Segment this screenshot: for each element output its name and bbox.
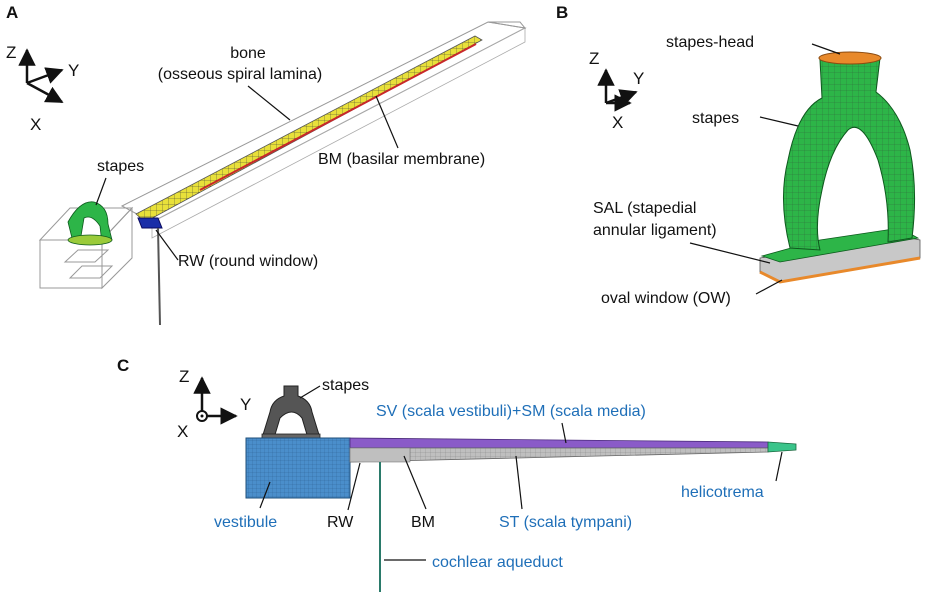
panel-c-rw-leader <box>347 462 361 511</box>
panel-c-stapes-shape <box>261 385 321 440</box>
panel-b-stapes-head-label: stapes-head <box>666 34 754 51</box>
panel-b-stapes-shape <box>759 51 921 284</box>
panel-c-sv-sm-strip <box>349 437 769 449</box>
panel-b-stapes-head-leader <box>811 43 841 55</box>
panel-a-axis-z: Z <box>6 43 16 62</box>
panel-c-stapes-leader <box>299 385 321 399</box>
panel-b-axis-y: Y <box>633 69 644 88</box>
panel-c-helicotrema-label: helicotrema <box>681 484 764 501</box>
panel-b-sal-label-2: annular ligament) <box>593 222 717 239</box>
panel-c-label: C <box>117 356 129 375</box>
panel-a-rw-patch <box>137 217 163 229</box>
panel-a-bone-label-2: (osseous spiral lamina) <box>158 66 323 83</box>
panel-c-sv-sm-leader <box>561 422 567 444</box>
panel-a-axis-y: Y <box>68 61 79 80</box>
panel-b-sal-label-1: SAL (stapedial <box>593 200 696 217</box>
panel-c-vestibule-mesh <box>246 438 350 498</box>
panel-a-label: A <box>6 3 18 22</box>
panel-a-aqueduct <box>157 227 161 326</box>
panel-c-st-leader <box>515 455 523 510</box>
panel-a-bm-label: BM (basilar membrane) <box>318 151 485 168</box>
panel-c-sv-sm-label: SV (scala vestibuli)+SM (scala media) <box>376 403 646 420</box>
panel-a-bone-label-1: bone <box>230 45 266 62</box>
panel-a-axes-triad: Z Y X <box>6 43 79 134</box>
panel-a-bone-leader <box>247 85 291 121</box>
panel-c-bm-leader <box>403 455 427 510</box>
panel-b-stapes-leader <box>759 116 799 127</box>
panel-a-stapes-shape <box>67 201 113 246</box>
panel-c-axis-y: Y <box>240 395 251 414</box>
panel-b-axes-triad: Z Y X <box>589 49 644 132</box>
panel-c-helicotrema-shape <box>767 441 797 453</box>
panel-c-axis-x: X <box>177 422 188 441</box>
panel-c-stapes-label: stapes <box>322 377 369 394</box>
panel-b-axis-z: Z <box>589 49 599 68</box>
panel-c-bm-label: BM <box>411 514 435 531</box>
panel-a-rw-label: RW (round window) <box>178 253 318 270</box>
panel-c-axes-triad: Z Y X <box>177 367 251 441</box>
panel-b-ow-label: oval window (OW) <box>601 290 731 307</box>
panel-b-label: B <box>556 3 568 22</box>
panel-a-axis-x: X <box>30 115 41 134</box>
panel-c-st-mesh <box>350 448 768 462</box>
panel-c-axis-z: Z <box>179 367 189 386</box>
panel-a-stapes-leader <box>95 177 107 206</box>
panel-b-axis-x: X <box>612 113 623 132</box>
panel-a-rw-leader <box>155 229 179 261</box>
panel-b-stapes-label: stapes <box>692 110 739 127</box>
panel-b-sal-leader <box>689 242 771 264</box>
panel-b-ow-leader <box>755 279 783 295</box>
panel-c-rw-region <box>349 447 411 463</box>
panel-c-st-label: ST (scala tympani) <box>499 514 632 531</box>
panel-a-bm-leader <box>375 95 399 149</box>
panel-c-helicotrema-leader <box>775 451 783 482</box>
panel-c-aqueduct-label: cochlear aqueduct <box>432 554 563 571</box>
panel-a-bm-strip <box>199 43 477 191</box>
panel-c-vestibule-label: vestibule <box>214 514 277 531</box>
panel-c-rw-label: RW <box>327 514 354 531</box>
panel-a-stapes-label: stapes <box>97 158 144 175</box>
panel-c-vestibule-leader <box>259 481 271 509</box>
panel-a-bone-strip <box>135 35 483 223</box>
